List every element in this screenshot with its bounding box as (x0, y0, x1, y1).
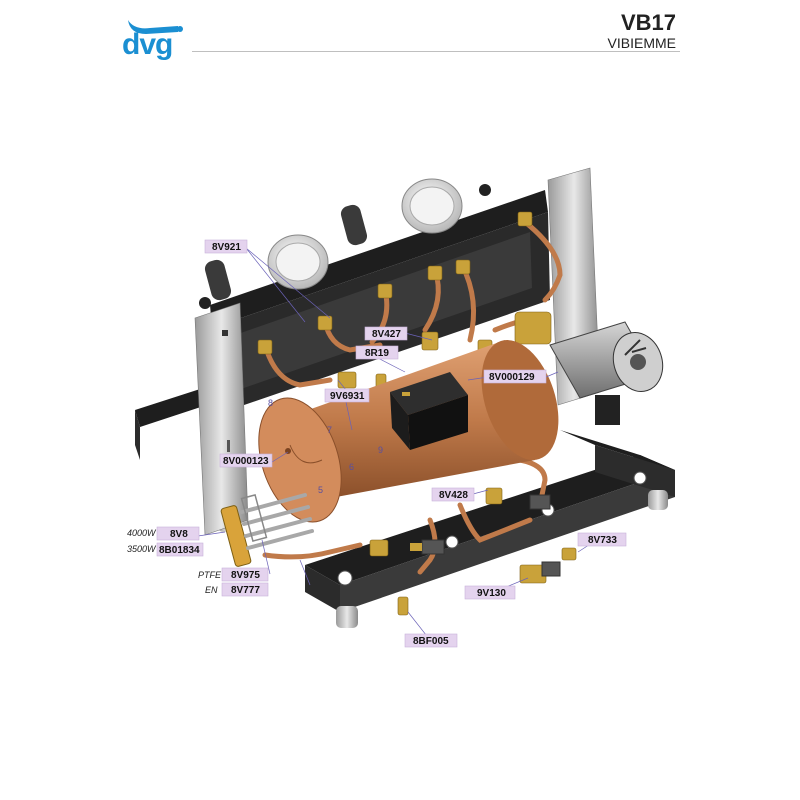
callout-number: 9 (378, 445, 383, 455)
svg-text:8V000129: 8V000129 (489, 372, 535, 383)
part-label-8b01834: 3500W 8B01834 (127, 542, 204, 557)
callout-number: 6 (349, 462, 354, 472)
dvg-logo-icon (128, 20, 183, 34)
part-label-8r19: 8R19 (355, 345, 399, 360)
base-frame (135, 360, 675, 628)
part-label-9v6931: 9V6931 (324, 388, 370, 403)
svg-text:3500W: 3500W (127, 544, 157, 554)
loose-valves (410, 494, 561, 577)
part-label-8bf005: 8BF005 (404, 633, 458, 648)
header-divider (192, 51, 680, 52)
svg-text:8B01834: 8B01834 (159, 545, 200, 556)
part-label-8v975: PTFE 8V975 (198, 567, 269, 582)
part-label-8v733: 8V733 (577, 532, 627, 547)
svg-text:8V975: 8V975 (231, 570, 260, 581)
callout-number: 7 (327, 425, 332, 435)
pressure-gauges (267, 178, 463, 290)
svg-text:8V000123: 8V000123 (223, 456, 269, 467)
svg-text:8V777: 8V777 (231, 585, 260, 596)
page-header: dvg VB17 VIBIEMME (0, 0, 800, 70)
model-title: VB17 (620, 10, 676, 35)
svg-text:8V733: 8V733 (588, 535, 617, 546)
svg-text:8V8: 8V8 (170, 529, 188, 540)
part-label-8v000129: 8V000129 (483, 369, 547, 384)
part-labels: 8V921 8V427 8R19 8V000129 9V6931 8V00012… (127, 239, 627, 648)
leader-lines (197, 247, 596, 641)
svg-text:EN: EN (205, 585, 218, 595)
steam-knobs (199, 184, 491, 309)
part-label-9v130: 9V130 (464, 585, 516, 600)
brass-fittings (257, 211, 577, 616)
pump-motor (549, 321, 664, 425)
svg-text:8R19: 8R19 (365, 348, 389, 359)
svg-text:8V428: 8V428 (439, 490, 468, 501)
control-box (390, 372, 468, 450)
part-label-8v777: EN 8V777 (205, 582, 269, 597)
svg-text:9V130: 9V130 (477, 588, 506, 599)
machine-illustration (135, 167, 675, 628)
part-label-8v921: 8V921 (204, 239, 248, 254)
svg-text:9V6931: 9V6931 (330, 391, 365, 402)
svg-text:8V921: 8V921 (212, 242, 241, 253)
callout-number: 8 (268, 398, 273, 408)
logo-text: dvg (122, 28, 173, 61)
svg-text:4000W: 4000W (127, 528, 157, 538)
brand-subtitle: VIBIEMME (607, 35, 676, 51)
part-label-8v428: 8V428 (431, 487, 475, 502)
callout-numbers: 8 7 9 6 5 (268, 398, 383, 495)
part-label-8v8: 4000W 8V8 (127, 526, 200, 541)
heating-element (220, 493, 314, 567)
svg-text:PTFE: PTFE (198, 570, 222, 580)
svg-text:8V427: 8V427 (372, 329, 401, 340)
part-label-8v427: 8V427 (364, 326, 408, 341)
part-label-8v000123: 8V000123 (219, 453, 273, 468)
callout-number: 5 (318, 485, 323, 495)
svg-text:8BF005: 8BF005 (413, 636, 449, 647)
